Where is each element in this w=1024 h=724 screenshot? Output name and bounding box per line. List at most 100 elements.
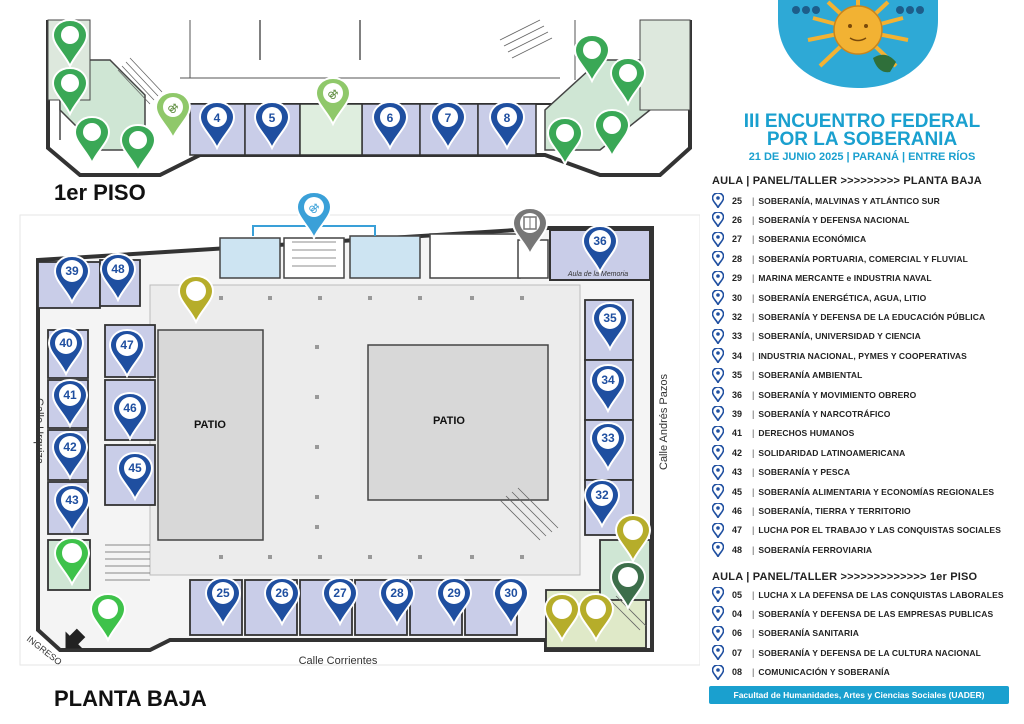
separator: |: [752, 608, 755, 619]
room-number: 48: [732, 544, 743, 555]
location-pin-icon: [712, 645, 724, 661]
location-pin-icon: [712, 348, 724, 364]
room-topic: SOBERANÍA Y NARCOTRÁFICO: [758, 408, 891, 419]
sun-logo-icon: [778, 0, 938, 88]
pin-label-45: 45: [128, 461, 142, 475]
pin-label-32: 32: [595, 488, 609, 502]
room-topic: SOBERANÍA, MALVINAS Y ATLÁNTICO SUR: [758, 195, 940, 206]
pin-label-42: 42: [63, 440, 77, 454]
room-number: 47: [732, 525, 743, 536]
room-topic: LUCHA POR EL TRABAJO Y LAS CONQUISTAS SO…: [758, 525, 1001, 536]
room-row: 35 |SOBERANÍA AMBIENTAL: [712, 366, 862, 385]
room-number: 32: [732, 311, 743, 322]
entrance-arrow-icon: [65, 628, 86, 649]
room-number: 33: [732, 331, 743, 342]
room-row: 08|COMUNICACIÓN Y SOBERANÍA: [712, 663, 890, 682]
room-row: 32|SOBERANÍA Y DEFENSA DE LA EDUCACIÓN P…: [712, 307, 985, 326]
pin-label-43: 43: [65, 493, 79, 507]
pin-label-25: 25: [216, 586, 230, 600]
room-topic: SOBERANÍA ENERGÉTICA, AGUA, LITIO: [758, 292, 927, 303]
location-pin-icon: [712, 406, 724, 422]
location-pin-icon: [712, 212, 724, 228]
location-pin-icon: [712, 193, 724, 208]
room-row: 05|LUCHA X LA DEFENSA DE LAS CONQUISTAS …: [712, 585, 1004, 604]
separator: |: [752, 486, 755, 497]
pin-label-6: 6: [387, 111, 394, 125]
room-number: 35: [732, 370, 743, 381]
room-row: 36|SOBERANÍA Y MOVIMIENTO OBRERO: [712, 385, 916, 404]
room-row: 06|SOBERANÍA SANITARIA: [712, 624, 859, 643]
location-pin-icon: [712, 464, 724, 480]
pin-label-48: 48: [111, 262, 125, 276]
floor-plan-map: 4 5 6 7 8 ⚣ ⚣: [19, 19, 700, 667]
location-pin-icon: [712, 522, 724, 538]
location-pin-icon: [712, 625, 724, 641]
location-pin-icon: [712, 542, 724, 558]
separator: |: [752, 647, 755, 658]
room-number: 34: [732, 350, 743, 361]
pin-label-36: 36: [593, 234, 607, 248]
separator: |: [752, 292, 755, 303]
faculty-footer: Facultad de Humanidades, Artes y Ciencia…: [709, 686, 1009, 704]
separator: |: [752, 253, 755, 264]
separator: |: [752, 370, 755, 381]
room-topic: SOBERANÍA Y DEFENSA DE LA CULTURA NACION…: [758, 647, 981, 658]
pin-label-47: 47: [120, 338, 134, 352]
event-title-line2: POR LA SOBERANIA: [766, 129, 958, 150]
room-topic: SOBERANIA ECONÓMICA: [758, 234, 867, 245]
room-number: 29: [732, 273, 743, 284]
pin-label-41: 41: [63, 388, 77, 402]
separator: |: [752, 234, 755, 245]
pin-label-27: 27: [333, 586, 347, 600]
location-pin-icon: [712, 290, 724, 305]
separator: |: [752, 447, 755, 458]
pin-label-34: 34: [601, 373, 615, 387]
room-topic: DERECHOS HUMANOS: [758, 428, 855, 439]
room-row: 42|SOLIDARIDAD LATINOAMERICANA: [712, 443, 905, 462]
room-row: 45|SOBERANÍA ALIMENTARIA Y ECONOMÍAS REG…: [712, 482, 994, 501]
separator: |: [752, 544, 755, 555]
room-topic: COMUNICACIÓN Y SOBERANÍA: [758, 667, 890, 678]
room-topic: INDUSTRIA NACIONAL, PYMES Y COOPERATIVAS: [758, 350, 967, 361]
aula-memoria-label: Aula de la Memoria: [567, 271, 628, 278]
svg-text:⚣: ⚣: [309, 203, 320, 214]
separator: |: [752, 628, 755, 639]
room-topic: LUCHA X LA DEFENSA DE LAS CONQUISTAS LAB…: [758, 589, 1004, 600]
pin-label-30: 30: [504, 586, 518, 600]
room-row: 29|MARINA MERCANTE e INDUSTRIA NAVAL: [712, 269, 932, 288]
room-number: 39: [732, 408, 743, 419]
room-topic: SOBERANÍA Y DEFENSA NACIONAL: [758, 214, 910, 225]
location-pin-icon: [712, 328, 724, 344]
separator: |: [752, 214, 755, 225]
separator: |: [752, 350, 755, 361]
ground-floor-header: AULA | PANEL/TALLER >>>>>>>>> PLANTA BAJ…: [712, 175, 982, 187]
pin-label-7: 7: [445, 111, 452, 125]
location-pin-icon: [712, 425, 724, 441]
room-topic: SOBERANÍA FERROVIARIA: [758, 544, 873, 555]
room-number: 41: [732, 428, 743, 439]
room-topic: MARINA MERCANTE e INDUSTRIA NAVAL: [758, 273, 932, 284]
location-pin-icon: [712, 587, 724, 602]
pin-label-29: 29: [447, 586, 461, 600]
room-row: 41 |DERECHOS HUMANOS: [712, 424, 854, 443]
location-pin-icon: [712, 503, 724, 519]
separator: |: [752, 525, 755, 536]
separator: |: [752, 331, 755, 342]
room-number: 04: [732, 608, 743, 619]
restroom-icon: ⚣: [296, 191, 332, 239]
room-topic: SOBERANÍA Y DEFENSA DE LAS EMPRESAS PUBL…: [758, 608, 994, 619]
room-number: 25: [732, 195, 743, 206]
separator: |: [752, 195, 755, 206]
location-pin-icon: [712, 231, 724, 247]
room-topic: SOBERANÍA ALIMENTARIA Y ECONOMÍAS REGION…: [758, 486, 995, 497]
elevator-icon: [523, 216, 537, 230]
restroom-icon: ⚣ ⚣: [155, 77, 351, 139]
room-topic: SOBERANÍA AMBIENTAL: [758, 370, 863, 381]
room-row: 04 |SOBERANÍA Y DEFENSA DE LAS EMPRESAS P…: [712, 604, 993, 623]
pin-label-5: 5: [269, 111, 276, 125]
separator: |: [752, 428, 755, 439]
upper-floor-header: AULA | PANEL/TALLER >>>>>>>>>>>>> 1er PI…: [712, 571, 978, 583]
room-row: 26|SOBERANÍA Y DEFENSA NACIONAL: [712, 210, 909, 229]
pin-label-26: 26: [275, 586, 289, 600]
room-row: 46|SOBERANÍA, TIERRA Y TERRITORIO: [712, 501, 911, 520]
